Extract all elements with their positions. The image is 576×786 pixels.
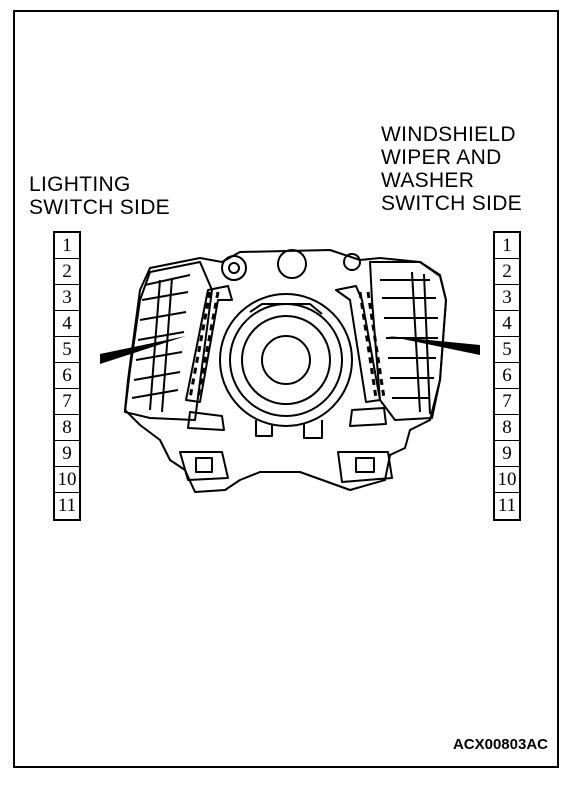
right-pin: 5 — [495, 337, 519, 363]
lower-right-mount — [337, 451, 393, 483]
left-pin: 7 — [55, 389, 79, 415]
right-label-line-3: WASHER — [381, 169, 475, 192]
right-pin: 2 — [495, 259, 519, 285]
switch-body-outline — [124, 249, 447, 493]
left-label-line-1: LIGHTING — [29, 173, 131, 196]
right-dashed-pin-row — [358, 291, 378, 399]
right-pin: 4 — [495, 311, 519, 337]
right-label-line-2: WIPER AND — [381, 146, 502, 169]
left-pin: 9 — [55, 441, 79, 467]
right-pin: 9 — [495, 441, 519, 467]
left-pin: 6 — [55, 363, 79, 389]
left-pointer-arrow — [100, 336, 186, 364]
right-label-line-4: SWITCH SIDE — [381, 192, 522, 215]
left-dashed-pin-row — [196, 291, 220, 399]
right-pin: 6 — [495, 363, 519, 389]
clock-spring-outer — [219, 293, 353, 427]
lighting-connector-pin-column: 1 2 3 4 5 6 7 8 9 10 11 — [53, 231, 81, 521]
left-pin: 4 — [55, 311, 79, 337]
right-connector-block — [335, 285, 381, 403]
left-pin: 1 — [55, 233, 79, 259]
right-pin: 1 — [495, 233, 519, 259]
left-label-line-2: SWITCH SIDE — [29, 196, 170, 219]
left-switch-housing — [124, 261, 213, 421]
wiper-washer-switch-side-label: WINDSHIELD WIPER AND WASHER SWITCH SIDE — [381, 123, 522, 215]
left-pin: 8 — [55, 415, 79, 441]
left-pin: 5 — [55, 337, 79, 363]
left-pin: 10 — [55, 467, 79, 493]
right-pin: 10 — [495, 467, 519, 493]
right-label-line-1: WINDSHIELD — [381, 123, 516, 146]
lighting-switch-side-label: LIGHTING SWITCH SIDE — [29, 173, 170, 219]
top-boss-center — [277, 249, 307, 279]
right-pin: 3 — [495, 285, 519, 311]
right-pointer-arrow — [388, 336, 480, 355]
top-boss-left — [221, 255, 247, 281]
right-pin: 8 — [495, 415, 519, 441]
top-boss-right — [343, 253, 361, 271]
left-connector-block — [185, 285, 233, 403]
left-pin: 2 — [55, 259, 79, 285]
wiper-connector-pin-column: 1 2 3 4 5 6 7 8 9 10 11 — [493, 231, 521, 521]
lower-left-mount — [179, 451, 229, 481]
left-pin: 3 — [55, 285, 79, 311]
right-pin: 11 — [497, 495, 517, 516]
right-pin: 7 — [495, 389, 519, 415]
figure-code: ACX00803AC — [452, 736, 548, 753]
left-pin: 11 — [57, 495, 77, 516]
clock-spring-hub — [261, 335, 311, 385]
figure-frame — [13, 10, 559, 768]
